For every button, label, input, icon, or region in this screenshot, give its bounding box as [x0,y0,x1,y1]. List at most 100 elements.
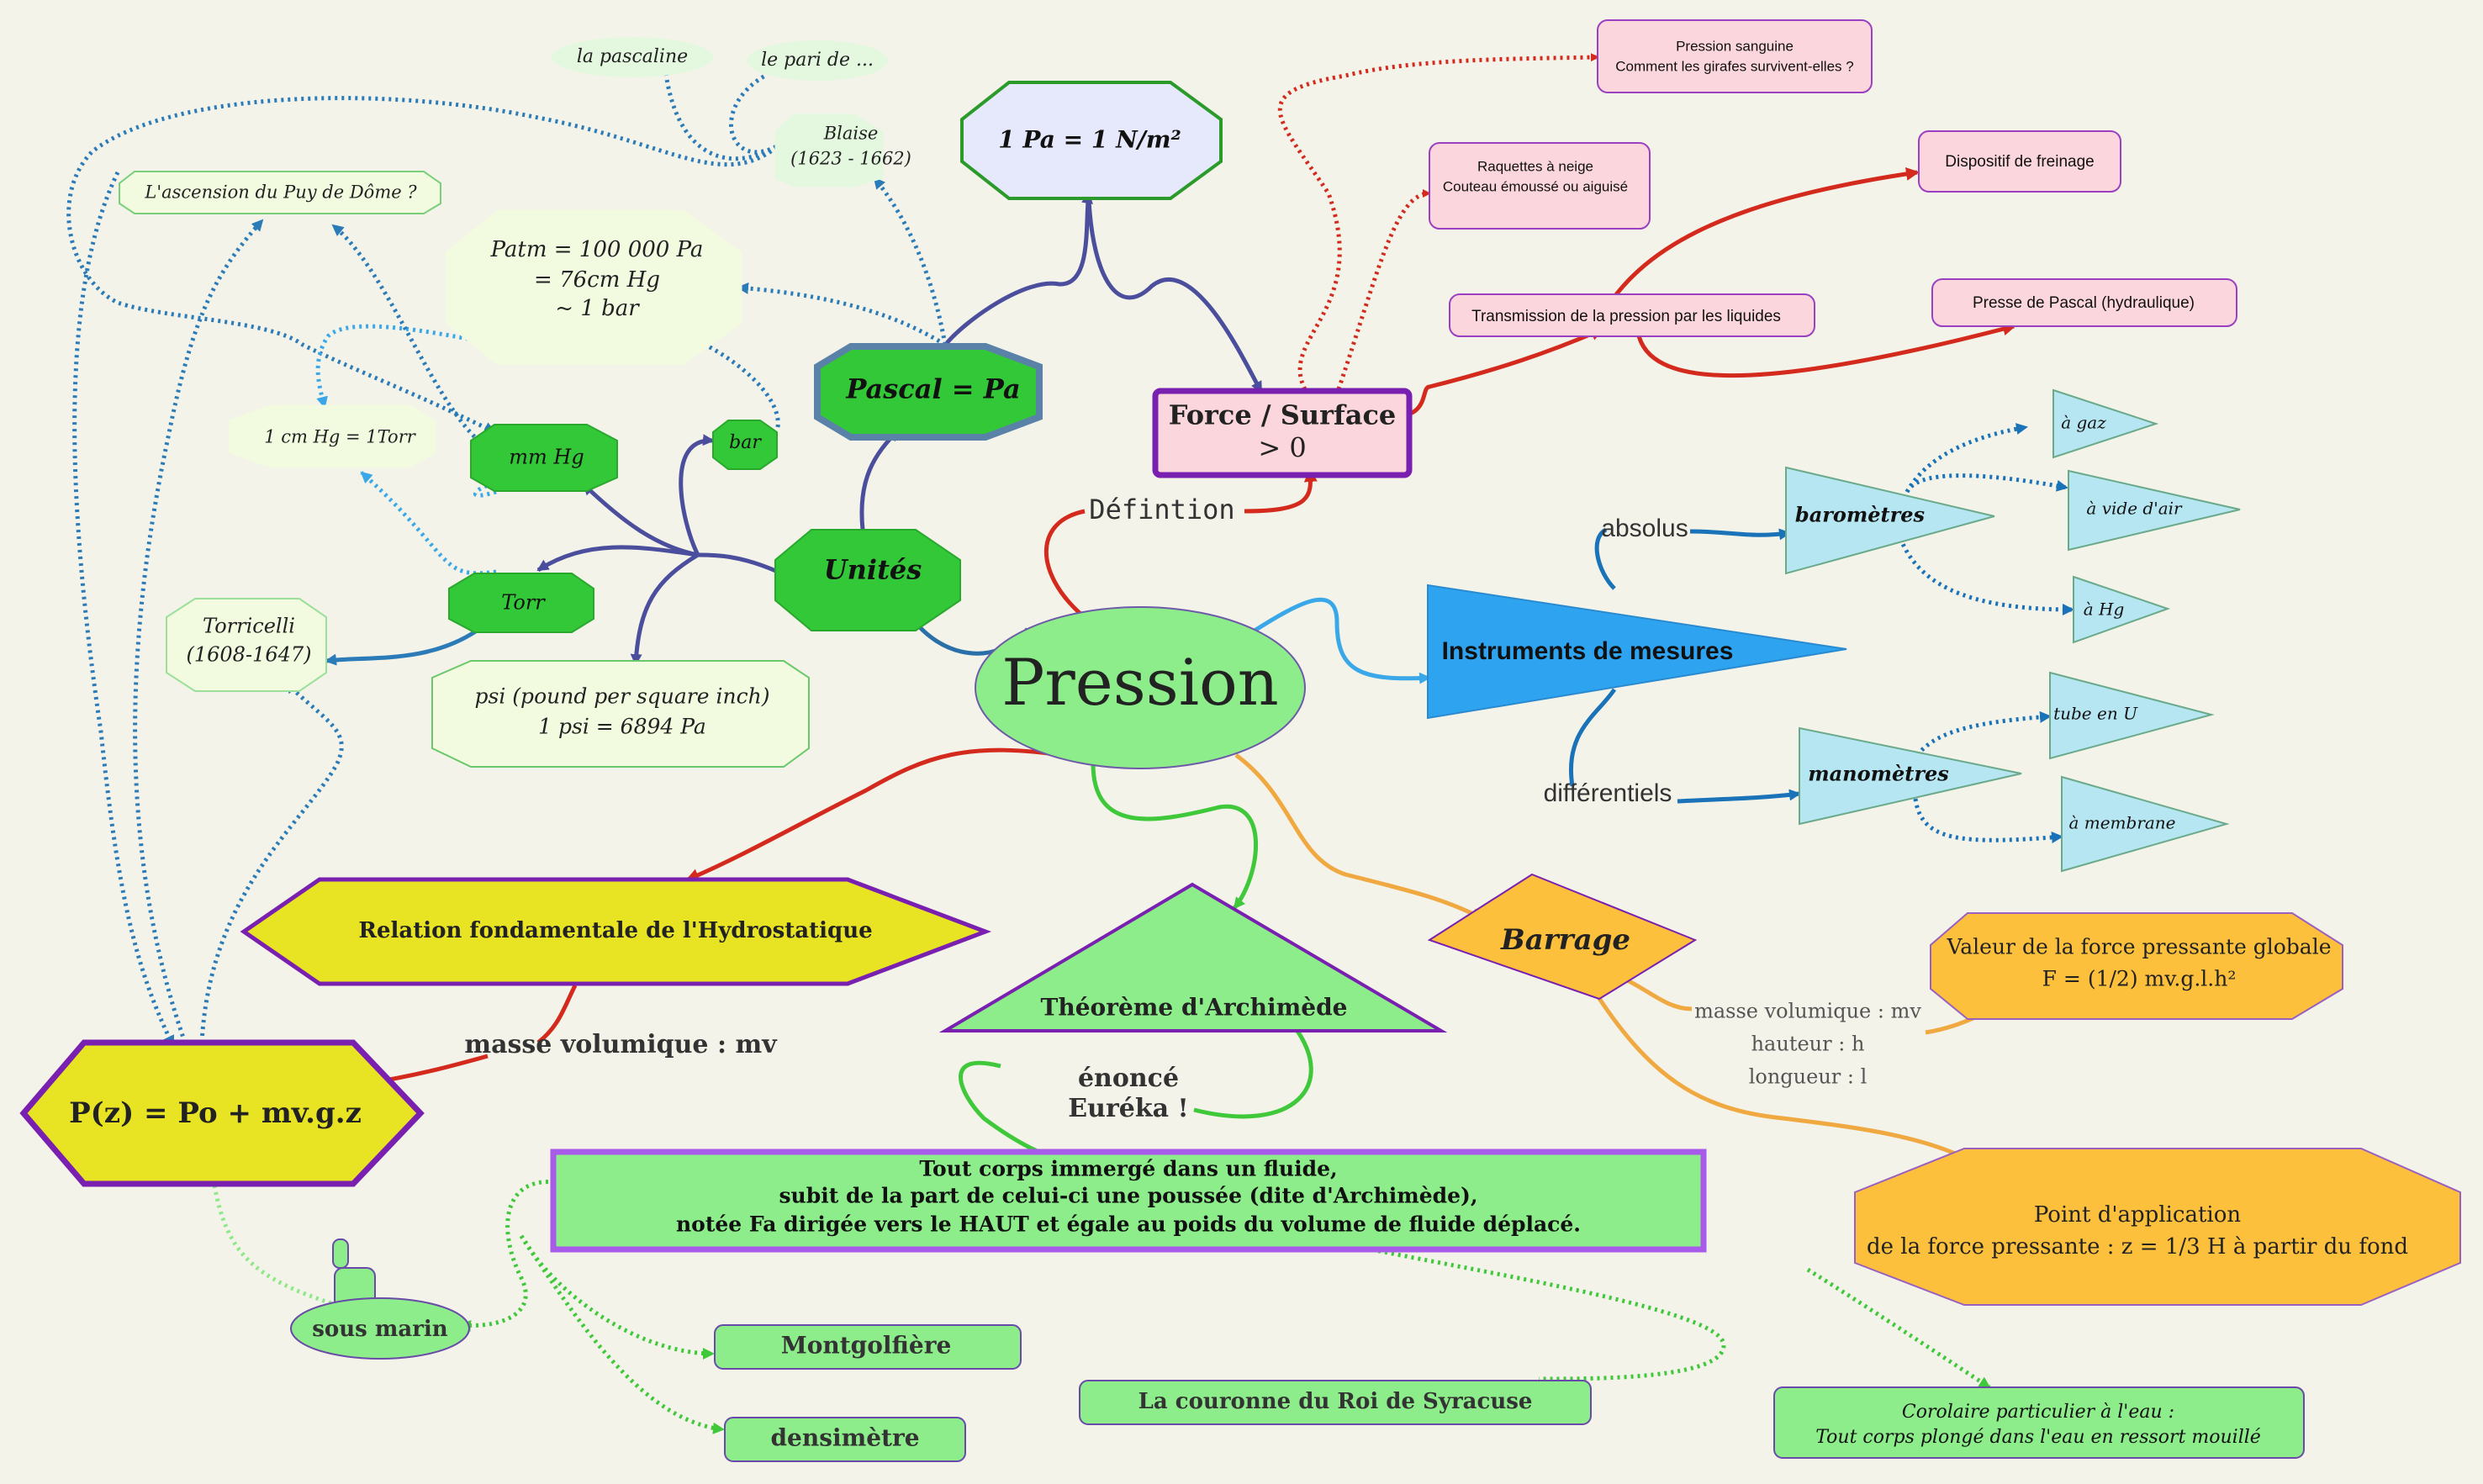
mmhg-node[interactable]: mm Hg [470,424,618,492]
archimede-title: Théorème d'Archimède [1041,994,1348,1022]
point-application-node[interactable]: Point d'application de la force pressant… [1854,1148,2461,1306]
link-transmission-freinage [1599,166,1920,317]
freinage-box[interactable]: Dispositif de freinage [1918,130,2121,193]
manometres-node[interactable]: manomètres [1799,726,2022,826]
force-surface-line2: > 0 [1258,432,1306,464]
densimetre-node[interactable]: densimètre [724,1417,966,1462]
torr-node[interactable]: Torr [448,573,594,633]
link-instruments-diff [1569,688,1617,787]
cmhg-node[interactable]: 1 cm Hg = 1Torr [228,404,436,468]
torricelli-line2: (1608-1647) [187,643,312,667]
mano-membrane-node[interactable]: à membrane [2061,775,2230,873]
pari-label: le pari de ... [761,50,874,71]
link-statement-couronne [1345,1242,1726,1381]
units-label: Unités [824,554,922,586]
formula-label: P(z) = Po + mv.g.z [69,1096,362,1130]
cmhg-label: 1 cm Hg = 1Torr [264,427,417,447]
pascal-node[interactable]: Pascal = Pa [814,343,1043,441]
patm-node[interactable]: Patm = 100 000 Pa = 76cm Hg ~ 1 bar [445,209,742,366]
link-mano-tube [1915,710,2052,757]
link-statement-sousmarin [459,1180,556,1332]
link-formula-torricelli [199,681,344,1043]
enonce-line2: Euréka ! [1068,1094,1188,1123]
link-absolus-barometres [1689,528,1791,541]
torricelli-node[interactable]: Torricelli (1608-1647) [166,598,327,692]
mano-tube-node[interactable]: tube en U [2049,671,2215,760]
absolus-label: absolus [1601,515,1688,542]
force-globale-line1: Valeur de la force pressante globale [1947,935,2332,959]
link-center-barrage [1234,753,1483,921]
pression-sanguine-box[interactable]: Pression sanguine Comment les girafes su… [1597,19,1873,93]
raquettes-line2: Couteau émoussé ou aiguisé [1443,178,1628,194]
raquettes-box[interactable]: Raquettes à neige Couteau émoussé ou aig… [1429,142,1651,230]
baro-gaz-node[interactable]: à gaz [2052,388,2159,459]
montgolfiere-label: Montgolfière [781,1332,952,1360]
link-hub-psi [630,552,700,666]
barometres-node[interactable]: baromètres [1785,466,1995,575]
bar-node[interactable]: bar [712,420,778,470]
archimede-statement-box[interactable]: Tout corps immergé dans un fluide, subit… [550,1149,1707,1253]
transmission-box[interactable]: Transmission de la pression par les liqu… [1449,293,1815,337]
link-hub-torr [536,545,699,573]
torricelli-line1: Torricelli [203,615,295,638]
statement-line3: notée Fa dirigée vers le HAUT et égale a… [676,1212,1581,1237]
link-torr-cmhg [360,471,497,576]
formula-node[interactable]: P(z) = Po + mv.g.z [19,1039,425,1187]
montgolfiere-node[interactable]: Montgolfière [714,1324,1022,1370]
baro-hg-node[interactable]: à Hg [2073,575,2171,644]
psi-node[interactable]: psi (pound per square inch) 1 psi = 6894… [431,660,810,768]
bar-label: bar [729,432,762,453]
enonce-node[interactable]: énoncé Euréka ! [1068,1064,1188,1123]
central-label: Pression [1001,645,1278,720]
corolaire-line2: Tout corps plongé dans l'eau en ressort … [1815,1427,2261,1448]
corolaire-line1: Corolaire particulier à l'eau : [1902,1402,2174,1423]
link-center-hydro [685,747,1073,882]
presse-box[interactable]: Presse de Pascal (hydraulique) [1931,278,2237,327]
point-line2: de la force pressante : z = 1/3 H à part… [1867,1234,2408,1260]
differentiels-node[interactable]: différentiels [1544,779,1672,807]
baro-vide-label: à vide d'air [2086,499,2183,519]
blaise-node[interactable]: Blaise (1623 - 1662) [774,114,911,187]
link-statement-densimetre [519,1234,725,1434]
pa-definition-node[interactable]: 1 Pa = 1 N/m² [960,81,1223,200]
mano-membrane-label: à membrane [2068,813,2175,833]
hydro-mv-node[interactable]: masse volumique : mv [464,1030,778,1059]
pa-definition-label: 1 Pa = 1 N/m² [998,126,1181,154]
link-transmission-presse [1635,322,2016,378]
sous-marin-node[interactable]: sous marin [290,1238,470,1360]
link-instruments-absolus [1594,527,1616,590]
pascaline-node[interactable]: la pascaline [552,37,713,77]
link-box-sanguine [1277,53,1599,391]
statement-line2: subit de la part de celui-ci une poussée… [779,1184,1477,1208]
couronne-node[interactable]: La couronne du Roi de Syracuse [1079,1380,1592,1425]
pari-node[interactable]: le pari de ... [747,40,888,81]
freinage-label: Dispositif de freinage [1945,153,2094,171]
link-formula-puy [133,219,264,1043]
link-formula-sousmarin [212,1185,337,1307]
instruments-node[interactable]: Instruments de mesures [1427,584,1847,720]
psi-line1: psi (pound per square inch) [475,684,770,709]
psi-line2: 1 psi = 6894 Pa [538,715,706,739]
link-baro-hg [1898,537,2074,615]
couronne-label: La couronne du Roi de Syracuse [1138,1389,1533,1414]
barrage-param-3: longueur : l [1749,1065,1868,1089]
link-units-hub [697,552,779,574]
pascal-label: Pascal = Pa [845,373,1020,405]
link-baro-gaz [1905,423,2028,494]
puy-node[interactable]: L'ascension du Puy de Dôme ? [119,171,441,214]
link-center-instruments [1253,597,1431,684]
barrage-node[interactable]: Barrage [1427,873,1698,1001]
link-puy-formula [72,171,176,1048]
hydro-node[interactable]: Relation fondamentale de l'Hydrostatique [240,877,992,986]
link-center-archimede [1091,763,1259,910]
archimede-node[interactable]: Théorème d'Archimède [938,882,1448,1032]
force-globale-node[interactable]: Valeur de la force pressante globale F =… [1930,912,2343,1020]
force-surface-box[interactable]: Force / Surface > 0 [1152,388,1413,478]
corolaire-node[interactable]: Corolaire particulier à l'eau : Tout cor… [1773,1386,2305,1459]
units-node[interactable]: Unités [774,529,961,631]
baro-vide-node[interactable]: à vide d'air [2068,469,2241,552]
central-node[interactable]: Pression [975,606,1306,769]
definition-node[interactable]: Défintion [1089,494,1234,525]
absolus-node[interactable]: absolus [1601,515,1688,542]
